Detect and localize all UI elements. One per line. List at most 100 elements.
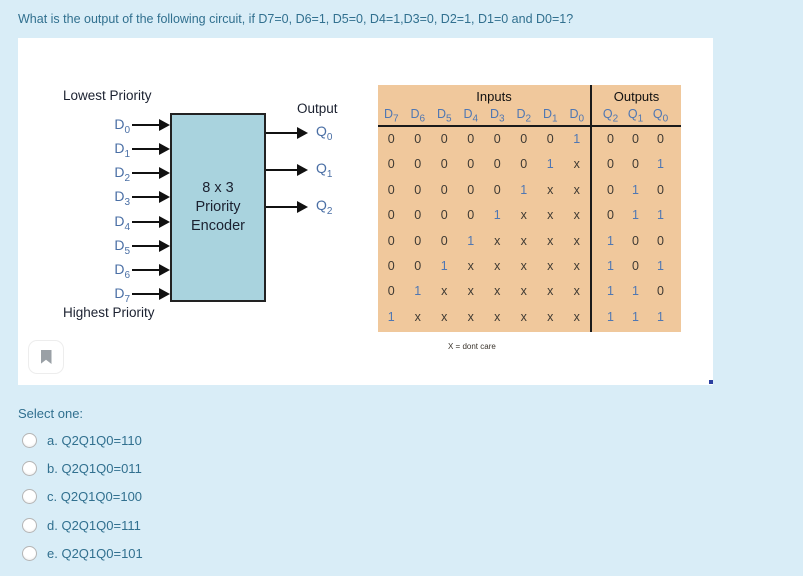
- signal-arrow: [132, 288, 170, 300]
- radio-button-b[interactable]: [22, 461, 37, 477]
- table-cell: 0: [414, 132, 422, 146]
- table-cell: x: [494, 258, 501, 273]
- table-cell: x: [547, 309, 554, 324]
- table-cell: 1: [546, 157, 554, 172]
- input-label-D0: D0: [114, 116, 130, 136]
- table-cell: 0: [440, 233, 448, 248]
- table-cell: 1: [632, 284, 639, 299]
- table-cell: 0: [414, 182, 422, 197]
- column-header-Q2: Q2: [602, 107, 619, 125]
- table-cell: x: [547, 182, 554, 197]
- option-a[interactable]: a. Q2Q1Q0=110: [22, 426, 143, 454]
- inputs-header: Inputs: [476, 89, 512, 104]
- column-header-Q1: Q1: [627, 107, 644, 125]
- table-cell: 0: [414, 233, 422, 248]
- input-label-D7: D7: [114, 285, 130, 305]
- column-header-D3: D3: [489, 107, 505, 125]
- encoder-box: 8 x 3 Priority Encoder: [170, 113, 266, 302]
- table-cell: 1: [632, 208, 639, 223]
- column-header-D5: D5: [436, 107, 452, 125]
- bookmark-icon: [40, 350, 52, 364]
- encoder-label-line: 8 x 3: [202, 180, 234, 196]
- table-cell: x: [494, 233, 501, 248]
- option-b[interactable]: b. Q2Q1Q0=011: [22, 454, 143, 482]
- answer-options: a. Q2Q1Q0=110 b. Q2Q1Q0=011 c. Q2Q1Q0=100 d…: [22, 426, 143, 568]
- table-cell: 1: [467, 233, 475, 248]
- input-label-D3: D3: [114, 188, 130, 209]
- table-cell: x: [573, 182, 580, 197]
- column-header-D1: D1: [542, 107, 558, 125]
- column-header-D7: D7: [383, 107, 399, 125]
- table-cell: 1: [387, 309, 395, 324]
- signal-arrow: [266, 164, 308, 176]
- table-cell: 0: [607, 132, 614, 146]
- radio-button-a[interactable]: [22, 432, 37, 448]
- signal-arrow: [266, 201, 308, 213]
- table-cell: 1: [657, 258, 664, 273]
- table-cell: 1: [657, 309, 664, 324]
- table-cell: x: [547, 258, 554, 273]
- table-cell: x: [467, 284, 474, 299]
- radio-button-e[interactable]: [22, 546, 37, 562]
- table-cell: 1: [414, 284, 422, 299]
- table-cell: x: [520, 309, 527, 324]
- encoder-label-line: Priority: [195, 199, 241, 215]
- option-e[interactable]: e. Q2Q1Q0=101: [22, 540, 143, 568]
- option-label-b: b. Q2Q1Q0=011: [47, 461, 142, 477]
- question-text: What is the output of the following circ…: [18, 12, 574, 26]
- table-cell: x: [441, 284, 448, 299]
- table-cell: 0: [387, 233, 395, 248]
- select-one-label: Select one:: [18, 406, 84, 421]
- table-cell: x: [414, 309, 421, 324]
- input-label-D2: D2: [114, 164, 130, 185]
- table-cell: 0: [387, 182, 395, 197]
- bookmark-button[interactable]: [28, 340, 64, 374]
- signal-arrow: [132, 215, 170, 228]
- column-header-D0: D0: [569, 107, 585, 125]
- table-cell: 0: [467, 208, 475, 223]
- option-c[interactable]: c. Q2Q1Q0=100: [22, 483, 143, 511]
- table-cell: 0: [657, 233, 664, 248]
- table-cell: 1: [607, 258, 614, 273]
- table-cell: 0: [632, 132, 639, 146]
- table-cell: x: [547, 233, 554, 248]
- radio-button-c[interactable]: [22, 489, 37, 505]
- table-cell: 0: [493, 132, 501, 146]
- table-cell: x: [573, 208, 580, 223]
- signal-arrow: [132, 167, 170, 180]
- radio-button-d[interactable]: [22, 517, 37, 533]
- table-cell: 1: [607, 284, 614, 299]
- table-cell: 0: [607, 182, 614, 197]
- figure-panel: Lowest Priority Output 8 x 3 Priority En…: [18, 38, 713, 385]
- table-cell: 0: [414, 258, 422, 273]
- table-cell: x: [573, 258, 580, 273]
- table-cell: 0: [387, 208, 395, 223]
- column-header-D2: D2: [516, 107, 532, 125]
- table-cell: 1: [440, 258, 448, 273]
- signal-arrow: [132, 191, 170, 204]
- table-cell: 0: [657, 284, 664, 299]
- option-d[interactable]: d. Q2Q1Q0=111: [22, 511, 143, 539]
- table-cell: 0: [467, 182, 475, 197]
- table-cell: x: [547, 208, 554, 223]
- table-cell: x: [441, 309, 448, 324]
- output-label: Output: [297, 101, 338, 116]
- table-cell: x: [573, 157, 580, 172]
- table-cell: 0: [440, 182, 448, 197]
- option-label-d: d. Q2Q1Q0=111: [47, 517, 141, 533]
- input-label-D5: D5: [114, 236, 130, 257]
- table-cell: 0: [440, 157, 448, 172]
- column-header-D4: D4: [463, 107, 479, 125]
- table-cell: 0: [520, 132, 528, 146]
